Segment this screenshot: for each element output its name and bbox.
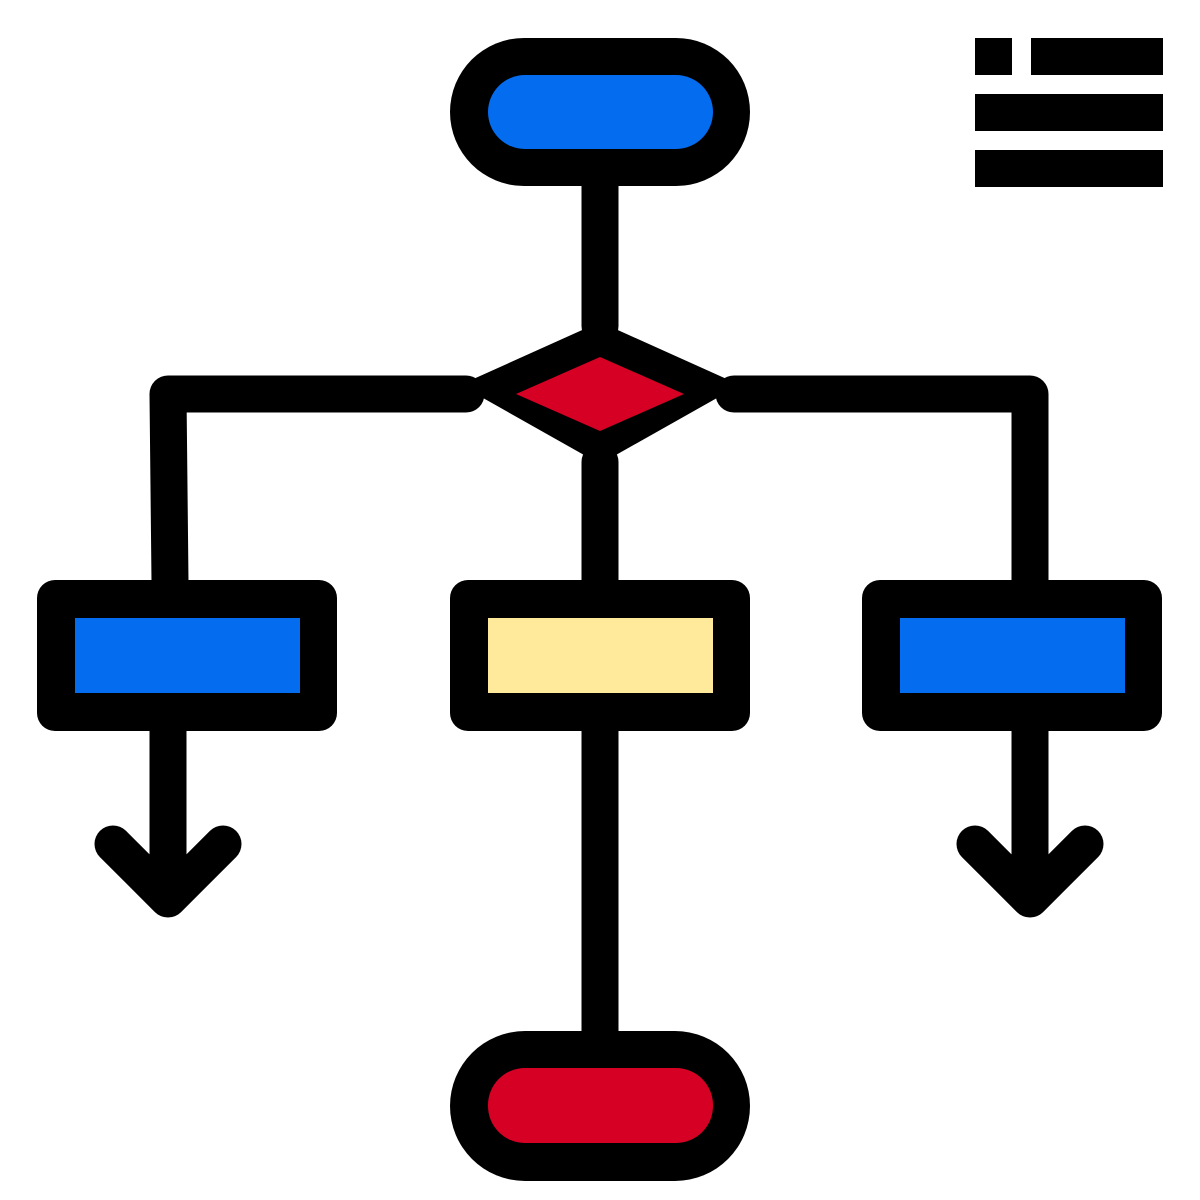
decision-diamond (460, 322, 740, 464)
process-right-fill (900, 618, 1125, 693)
edge-decision-right (715, 375, 1049, 601)
menu-line (975, 150, 1163, 187)
arrow-down-icon (94, 825, 242, 918)
process-left (37, 580, 337, 731)
menu-bullet (975, 38, 1012, 75)
start-terminal-fill (488, 75, 713, 149)
process-left-fill (75, 618, 300, 693)
menu-lines-icon (975, 38, 1163, 187)
connectors (149, 167, 1049, 1051)
process-right (862, 580, 1162, 731)
arrowheads (94, 825, 1104, 918)
process-center (450, 580, 750, 731)
end-terminal-fill (488, 1068, 713, 1143)
menu-line (975, 94, 1163, 131)
process-center-fill (488, 618, 713, 693)
edge-decision-left (149, 375, 485, 601)
decision-fill (516, 357, 684, 431)
menu-line (1031, 38, 1163, 75)
start-terminal (450, 38, 750, 186)
arrow-down-icon (956, 825, 1104, 918)
end-terminal (450, 1031, 750, 1181)
